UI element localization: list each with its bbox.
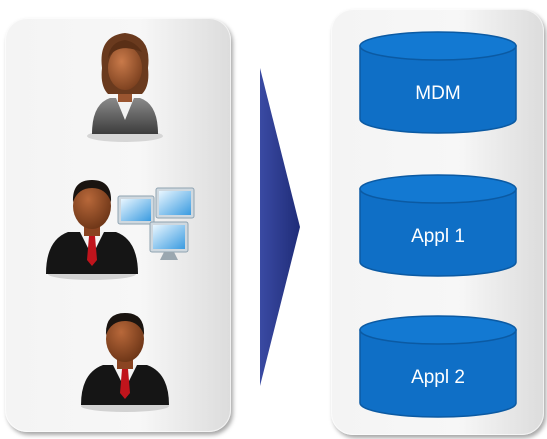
businessman-with-computers-icon — [40, 170, 200, 282]
database-cylinder-icon — [359, 315, 517, 418]
database-appl-1: Appl 1 — [358, 173, 518, 278]
database-cylinder-icon — [359, 174, 517, 277]
businesswoman-icon — [80, 28, 170, 143]
database-label: Appl 2 — [411, 367, 465, 388]
database-label: Appl 1 — [411, 226, 465, 247]
database-cylinder-icon — [359, 31, 517, 134]
database-label: MDM — [415, 83, 461, 104]
right-triangle-arrow-icon — [258, 68, 302, 391]
database-appl-2: Appl 2 — [358, 314, 518, 419]
database-mdm: MDM — [358, 30, 518, 135]
businessman-icon — [75, 303, 175, 413]
